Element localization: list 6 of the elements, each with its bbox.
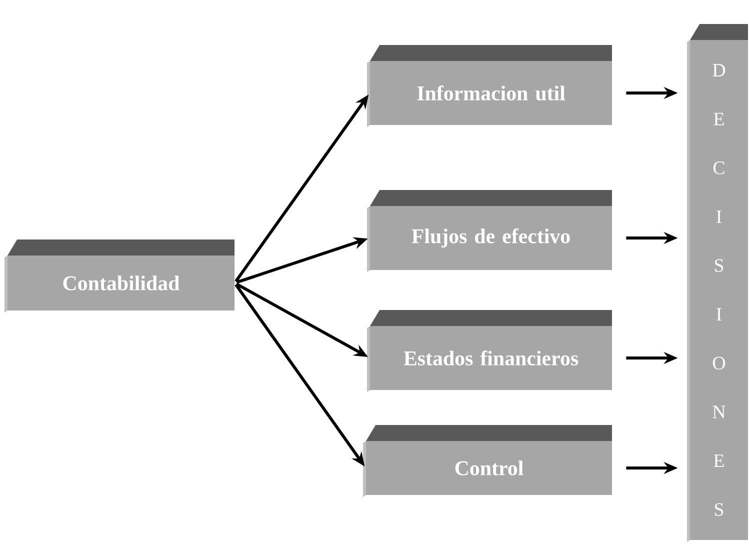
3d-box: D E C I S I O N E S xyxy=(687,24,748,542)
3d-box: Control xyxy=(363,425,612,497)
3d-box: Estados financieros xyxy=(367,310,612,392)
3d-box: Contabilidad xyxy=(4,240,234,312)
3d-box: Flujos de efectivo xyxy=(367,190,612,272)
3d-box: Informacion util xyxy=(367,45,612,127)
